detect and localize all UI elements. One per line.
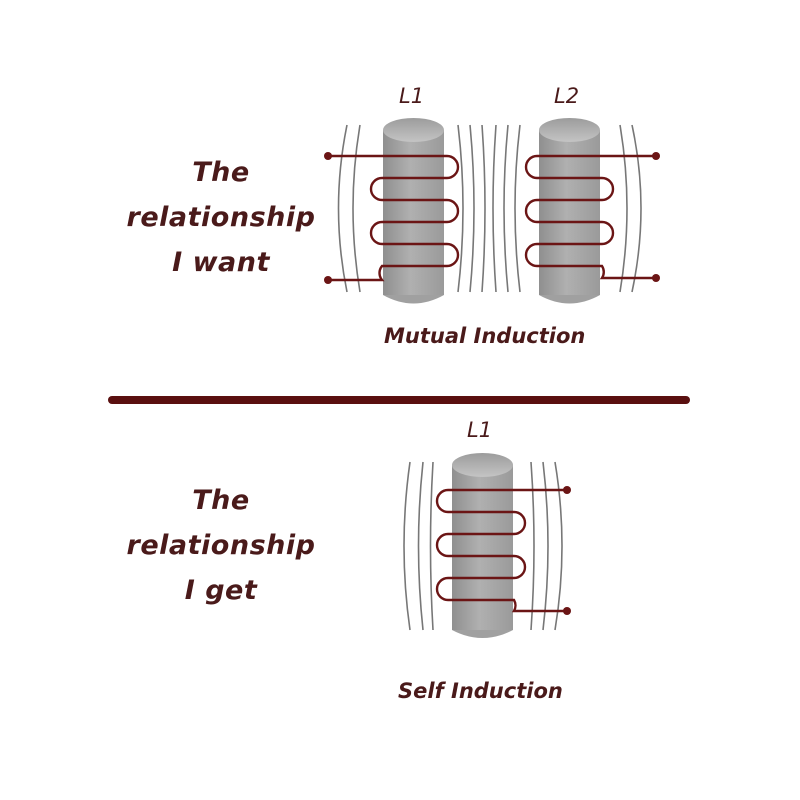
- winding-l1: [328, 154, 460, 282]
- terminal-self-bottom: [563, 607, 571, 615]
- coil-label-l2: L2: [554, 84, 580, 108]
- core-l2: [539, 118, 600, 304]
- caption-wanted: The relationship I want: [106, 150, 336, 285]
- terminal-l2-top: [652, 152, 660, 160]
- self-induction-diagram: [403, 453, 571, 638]
- mutual-induction-diagram: [324, 118, 660, 304]
- core-l1: [383, 118, 444, 304]
- mutual-induction-label: Mutual Induction: [384, 324, 586, 348]
- caption-line: relationship: [126, 530, 316, 561]
- core-l1-self: [452, 453, 513, 638]
- winding-l2: [524, 154, 656, 280]
- self-induction-label: Self Induction: [398, 679, 563, 703]
- caption-got: The relationship I get: [106, 478, 336, 613]
- coil-label-l1-self: L1: [467, 418, 493, 442]
- winding-l1-self: [435, 488, 567, 613]
- caption-line: I want: [172, 247, 270, 278]
- caption-line: The: [192, 157, 250, 188]
- terminal-l1-top: [324, 152, 332, 160]
- terminal-l2-bottom: [652, 274, 660, 282]
- terminal-l1-bottom: [324, 276, 332, 284]
- caption-line: relationship: [126, 202, 316, 233]
- terminal-self-top: [563, 486, 571, 494]
- caption-line: I get: [184, 575, 258, 606]
- magnetic-field-lines: [337, 124, 642, 293]
- coil-label-l1: L1: [399, 84, 425, 108]
- caption-line: The: [192, 485, 250, 516]
